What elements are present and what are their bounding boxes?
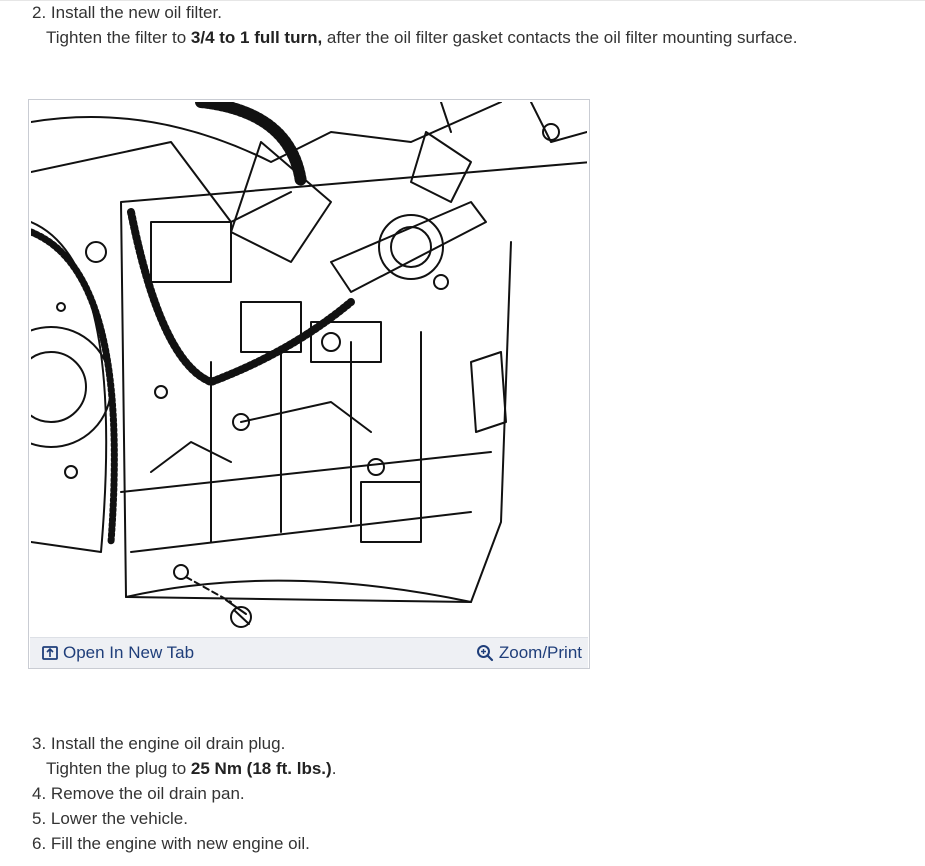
torque-spec: 25 Nm (18 ft. lbs.) — [190, 759, 332, 778]
illustration-figure: Open In New Tab Zoom/Print — [28, 99, 590, 669]
figure-toolbar: Open In New Tab Zoom/Print — [30, 637, 588, 668]
step-2-detail: Tighten the filter to 3/4 to 1 full turn… — [46, 28, 797, 48]
detail-text: Tighten the plug to — [46, 759, 191, 778]
step-4: 4. Remove the oil drain pan. — [32, 784, 245, 804]
step-number: 3. — [32, 734, 47, 753]
step-text: Lower the vehicle. — [50, 809, 188, 828]
top-divider — [0, 0, 925, 1]
detail-text: Tighten the filter to — [46, 28, 191, 47]
step-text: Install the engine oil drain plug. — [50, 734, 286, 753]
step-5: 5. Lower the vehicle. — [32, 809, 188, 829]
step-6: 6. Fill the engine with new engine oil. — [32, 834, 310, 854]
open-new-tab-icon — [42, 646, 58, 660]
open-in-new-tab-link[interactable]: Open In New Tab — [42, 643, 194, 663]
step-number: 5. — [32, 809, 47, 828]
detail-text: . — [331, 759, 337, 778]
step-3: 3. Install the engine oil drain plug. — [32, 734, 285, 754]
step-text: Install the new oil filter. — [50, 3, 222, 22]
step-3-detail: Tighten the plug to 25 Nm (18 ft. lbs.). — [46, 759, 336, 779]
zoom-print-link[interactable]: Zoom/Print — [476, 643, 582, 663]
torque-spec: 3/4 to 1 full turn, — [190, 28, 323, 47]
engine-oil-filter-illustration — [31, 102, 587, 636]
step-number: 2. — [32, 3, 47, 22]
step-number: 4. — [32, 784, 47, 803]
zoom-print-label: Zoom/Print — [498, 643, 582, 662]
open-in-new-tab-label: Open In New Tab — [63, 643, 195, 662]
step-text: Remove the oil drain pan. — [50, 784, 245, 803]
step-text: Fill the engine with new engine oil. — [50, 834, 310, 853]
magnifier-icon — [476, 645, 493, 662]
detail-text: after the oil filter gasket contacts the… — [322, 28, 798, 47]
step-2-title: 2. Install the new oil filter. — [32, 3, 222, 23]
step-number: 6. — [32, 834, 47, 853]
